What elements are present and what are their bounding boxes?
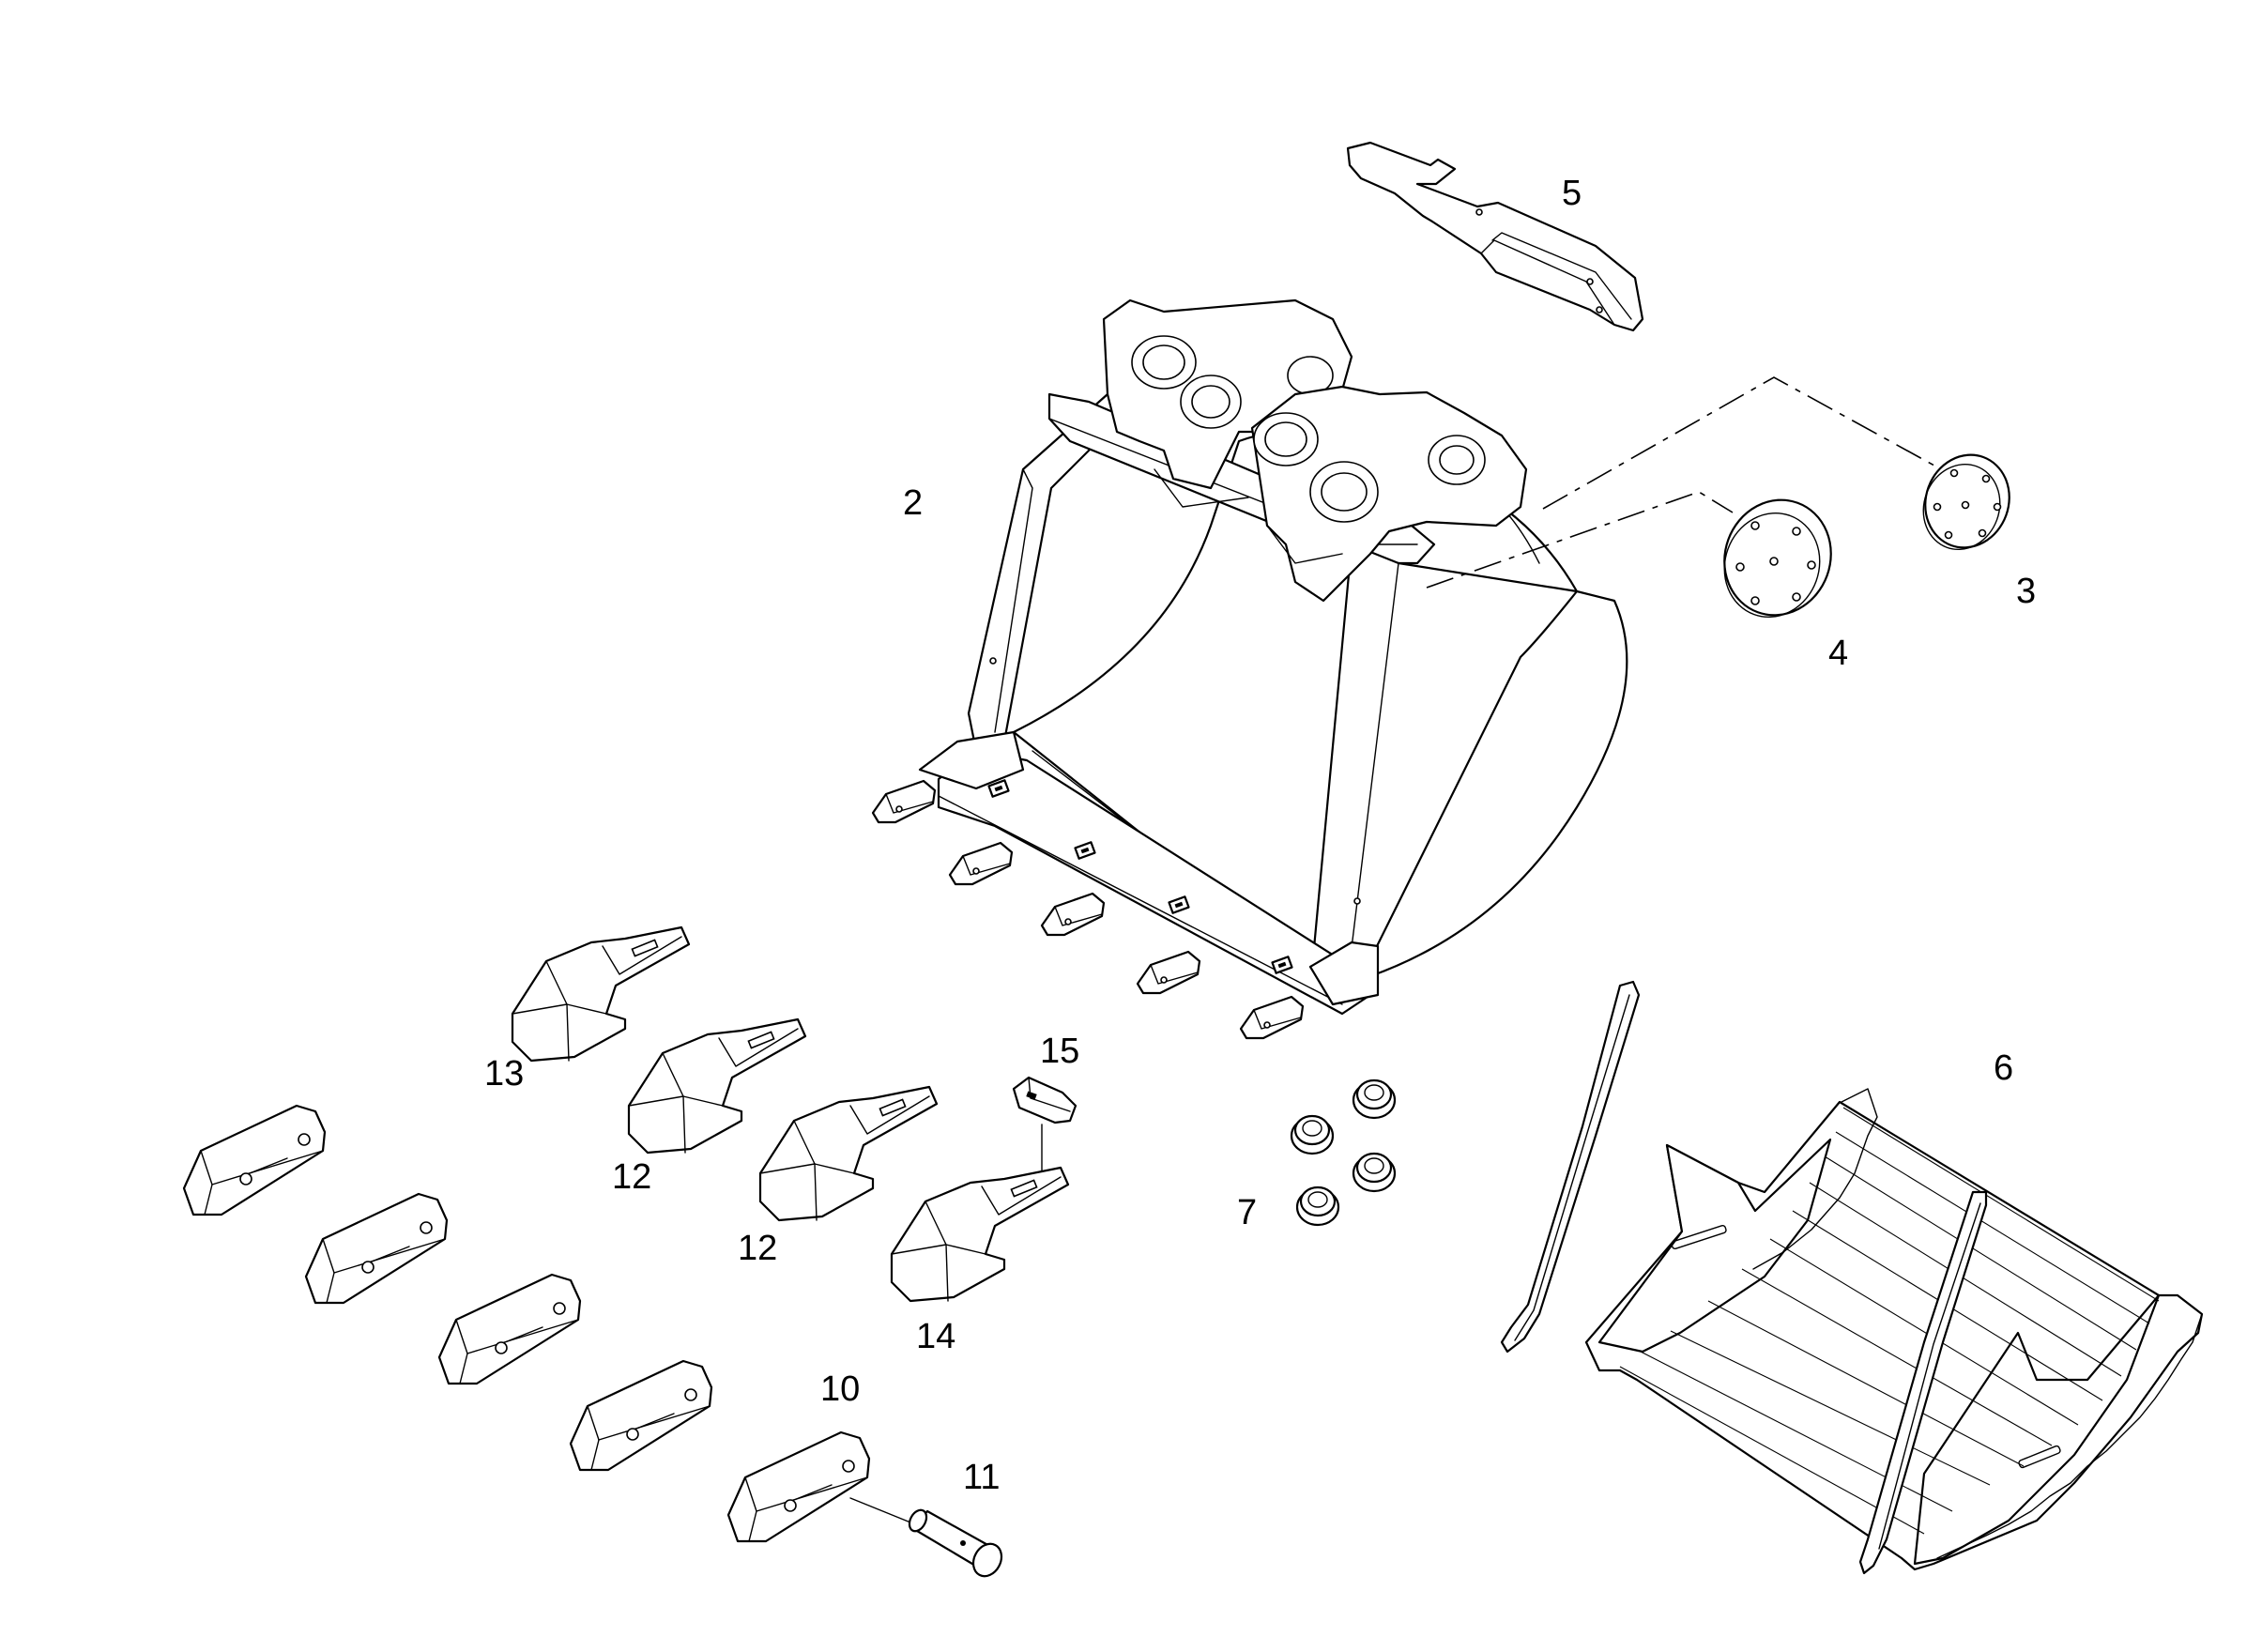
adapter-part-12-a xyxy=(627,1017,807,1155)
retaining-pin-part-11 xyxy=(849,1497,1003,1578)
adapter-part-14 xyxy=(890,1166,1070,1303)
lock-clip-part-15 xyxy=(1012,1076,1078,1174)
callout-7: 7 xyxy=(1237,1193,1257,1232)
callout-4: 4 xyxy=(1828,634,1848,673)
leader-line-part-3 xyxy=(1542,376,1963,510)
bucket-lugs xyxy=(1102,298,1528,603)
liner-assembly-part-6 xyxy=(1500,980,2204,1575)
tooth-part-10-3 xyxy=(437,1273,582,1385)
cover-disc-part-4 xyxy=(1723,498,1832,619)
callout-15: 15 xyxy=(1040,1032,1079,1071)
adapter-part-12-b xyxy=(758,1085,939,1222)
tooth-part-10-4 xyxy=(569,1359,713,1472)
tooth-part-10-1 xyxy=(182,1104,327,1216)
callout-11: 11 xyxy=(963,1458,1000,1497)
callout-13: 13 xyxy=(484,1054,524,1094)
cover-disc-part-3 xyxy=(1922,453,2010,551)
callout-12-b: 12 xyxy=(738,1229,777,1268)
tooth-part-10-2 xyxy=(304,1192,449,1305)
top-plate-part-5 xyxy=(1346,141,1644,332)
callout-12-a: 12 xyxy=(612,1157,651,1197)
callout-3: 3 xyxy=(2016,572,2036,611)
callout-6: 6 xyxy=(1994,1048,2013,1088)
adapter-part-13 xyxy=(511,925,691,1063)
callout-2: 2 xyxy=(903,483,923,523)
callout-5: 5 xyxy=(1562,174,1582,213)
wear-buttons-part-7 xyxy=(1290,1078,1397,1227)
leader-line-part-4 xyxy=(1426,491,1734,589)
callout-14: 14 xyxy=(916,1317,955,1356)
bucket-body-part-2 xyxy=(871,298,1628,1040)
callout-10: 10 xyxy=(820,1369,860,1409)
tooth-part-10-5 xyxy=(726,1430,871,1543)
